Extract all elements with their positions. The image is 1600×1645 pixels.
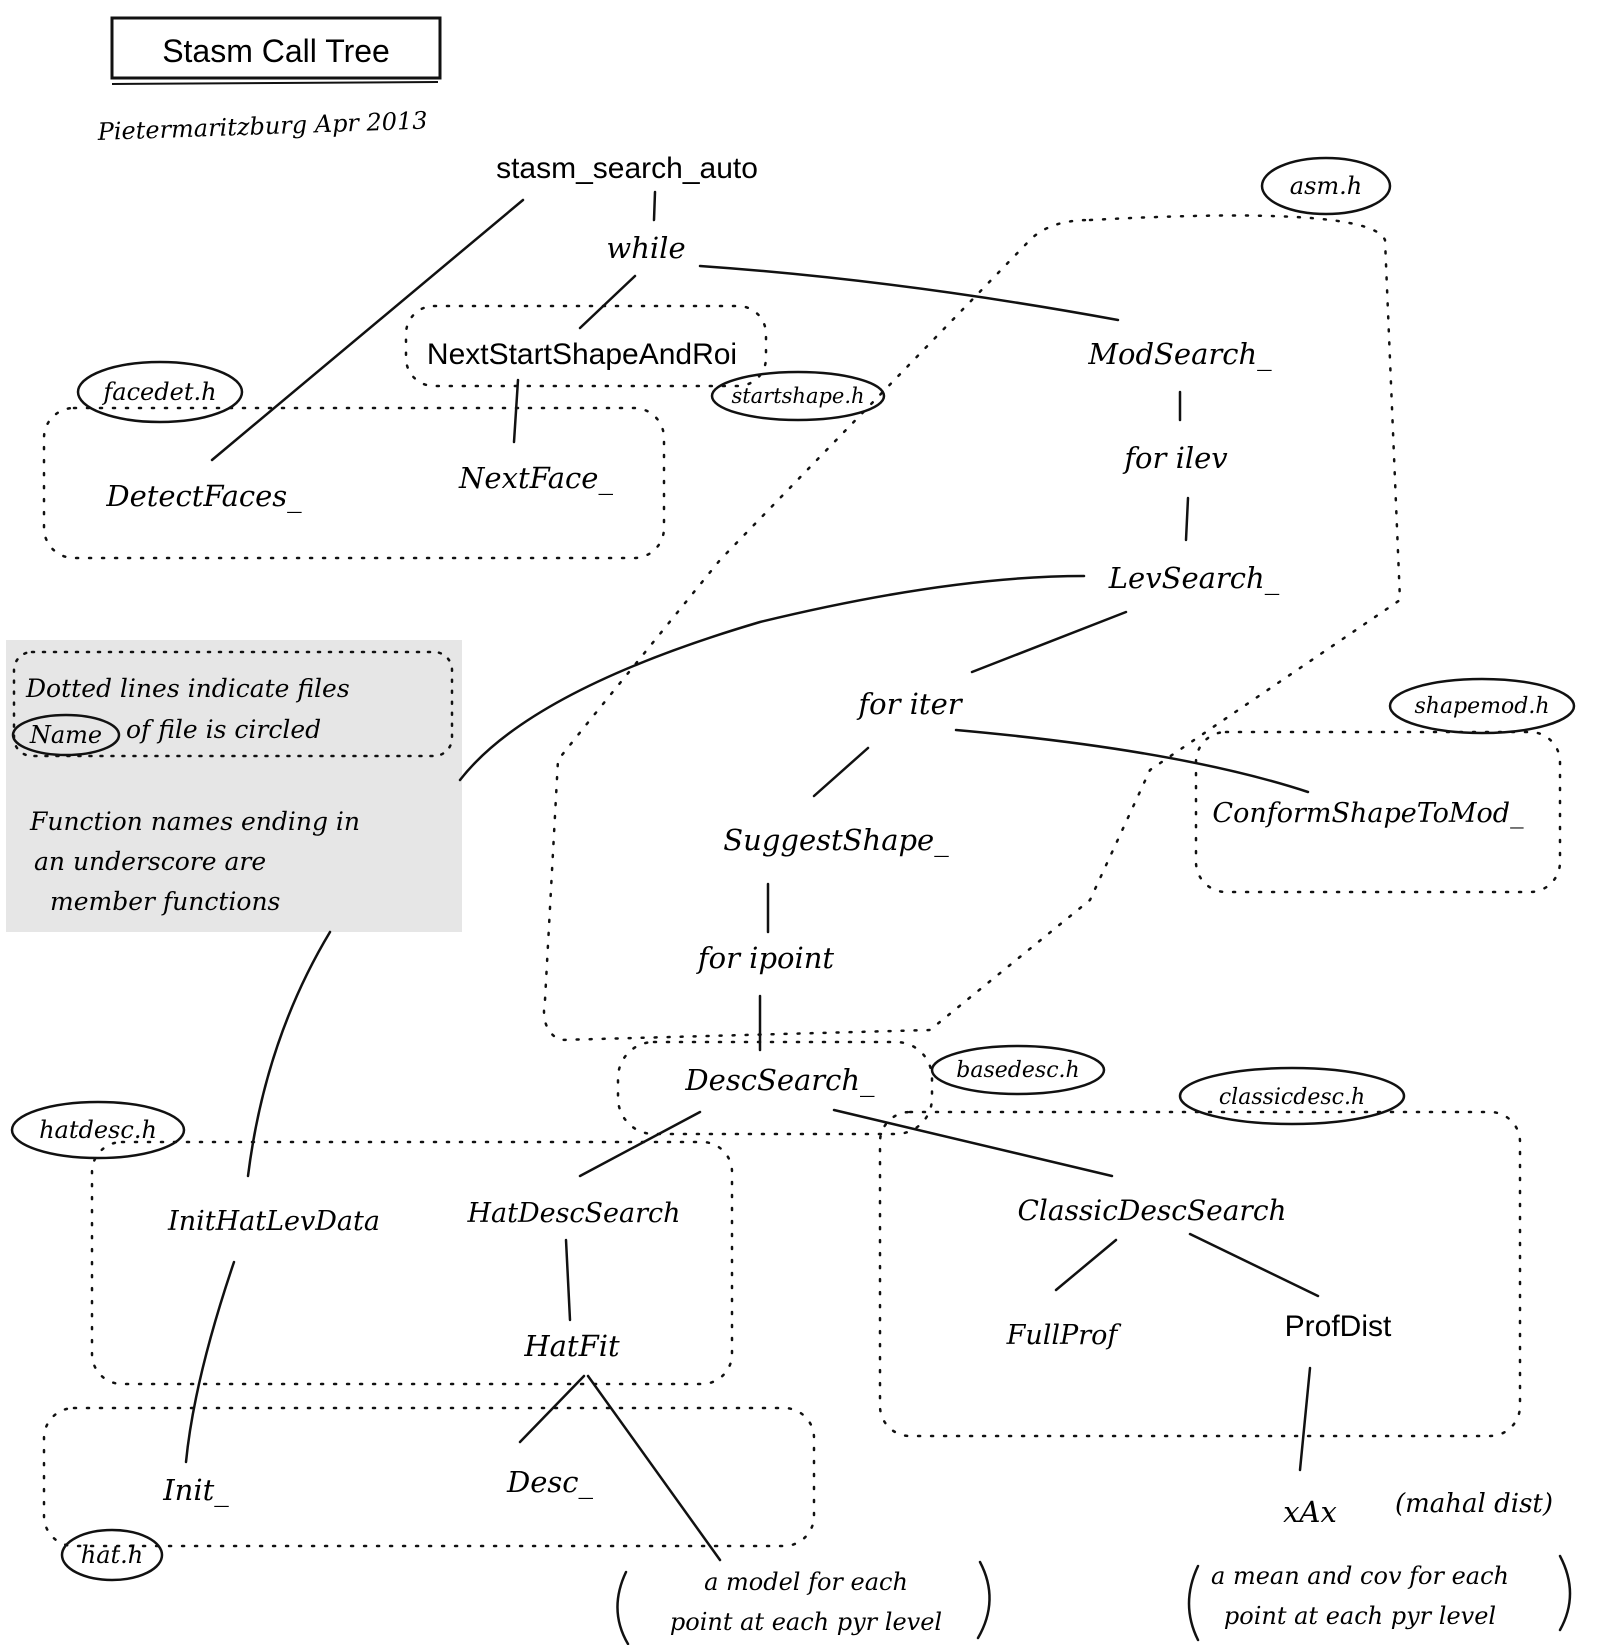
edge-forilev-levsearch (1184, 496, 1190, 542)
node-nextface: NextFace_ (458, 461, 613, 496)
call-edges (184, 190, 1320, 1562)
file-labels: asm.h facedet.h startshape.h shapemod.h … (39, 172, 1549, 1569)
node-init: Init_ (162, 1473, 229, 1508)
basedesc-oval (930, 1044, 1106, 1096)
node-levsearch: LevSearch_ (1108, 561, 1280, 596)
node-inithatlevdata: InitHatLevData (167, 1206, 380, 1237)
asm-file-label: asm.h (1290, 172, 1362, 200)
subtitle: Pietermaritzburg Apr 2013 (96, 106, 428, 146)
page-title: Stasm Call Tree (162, 33, 390, 69)
node-modsearch: ModSearch_ (1087, 337, 1272, 372)
edge-search-detectfaces (210, 198, 525, 462)
edge-while-nextstart (578, 274, 637, 330)
classicdesc-file-boundary (878, 1110, 1522, 1438)
node-stasm-search-auto: stasm_search_auto (496, 152, 758, 185)
classic-model-note-line-1: a mean and cov for each (1211, 1562, 1509, 1590)
edge-foriter-suggestshape (812, 746, 870, 798)
node-for-ipoint: for ipoint (696, 941, 835, 975)
edge-classic-fullprof (1054, 1238, 1118, 1292)
hatdesc-file-boundary (90, 1140, 734, 1386)
title-box-frame (110, 16, 442, 80)
classicdesc-file-label: classicdesc.h (1219, 1085, 1365, 1110)
node-desc: Desc_ (506, 1465, 594, 1500)
node-conformshapetomod: ConformShapeToMod_ (1212, 798, 1524, 829)
node-mahal-dist: (mahal dist) (1395, 1489, 1553, 1519)
handwritten-function-nodes: while DetectFaces_ NextFace_ ModSearch_ … (105, 231, 1553, 1529)
facedet-file-label: facedet.h (101, 378, 216, 406)
hat-model-note-line-2: point at each pyr level (670, 1608, 942, 1636)
node-for-ilev: for ilev (1122, 441, 1228, 475)
legend-name-word: Name (29, 721, 102, 749)
shapemod-file-label: shapemod.h (1414, 694, 1549, 719)
legend-line-1: Dotted lines indicate files (25, 674, 350, 703)
edge-classic-profdist (1188, 1232, 1320, 1298)
facedet-oval (76, 360, 244, 424)
legend-line-3: Function names ending in (29, 807, 360, 836)
hat-model-note-line-1: a model for each (704, 1568, 908, 1596)
node-descsearch: DescSearch_ (684, 1063, 875, 1098)
node-detectfaces: DetectFaces_ (105, 479, 302, 514)
edge-hatfit-hatmodel-note (586, 1374, 722, 1562)
hat-note-right-paren (976, 1560, 991, 1640)
node-classicdescsearch: ClassicDescSearch (1017, 1194, 1286, 1227)
classicdesc-oval (1178, 1066, 1406, 1126)
legend-panel: Dotted lines indicate files Name of file… (6, 640, 462, 932)
startshape-oval (710, 370, 886, 422)
asm-file-boundary (542, 214, 1402, 1042)
edge-search-while (652, 190, 657, 222)
hat-file-boundary (42, 1406, 816, 1548)
title-box: Stasm Call Tree (110, 16, 442, 85)
classic-model-note-line-2: point at each pyr level (1224, 1602, 1496, 1630)
model-notes: a model for each point at each pyr level… (670, 1562, 1509, 1636)
edge-descsearch-hatdescsearch (578, 1110, 702, 1178)
legend-line-2: of file is circled (126, 715, 321, 744)
legend-line-4: an underscore are (34, 847, 266, 876)
edge-descsearch-classicdescsearch (832, 1108, 1114, 1178)
legend-name-circle (11, 713, 121, 757)
node-suggestshape: SuggestShape_ (723, 823, 949, 858)
file-ovals (10, 156, 1576, 1582)
edge-foriter-conformshape (954, 728, 1310, 794)
node-xax: xAx (1283, 1495, 1337, 1529)
edge-hatfit-desc (518, 1374, 586, 1444)
edge-hatdescsearch-hatfit (564, 1238, 572, 1322)
hat-oval (60, 1528, 164, 1582)
file-boundaries (42, 214, 1562, 1548)
asm-oval (1260, 156, 1392, 216)
edge-levsearch-inithatlevdata (458, 574, 1086, 782)
edge-inithatlevdata-init (184, 1260, 236, 1464)
node-hatdescsearch: HatDescSearch (466, 1198, 680, 1229)
node-while: while (606, 231, 685, 265)
note-parentheses (616, 1554, 1572, 1645)
facedet-file-boundary (42, 406, 666, 560)
edge-legend-inithatlevdata (246, 930, 332, 1178)
node-fullprof: FullProf (1006, 1320, 1122, 1351)
edge-levsearch-foriter (970, 610, 1128, 674)
legend-background (6, 640, 462, 932)
node-profdist: ProfDist (1285, 1310, 1392, 1343)
hatdesc-file-label: hatdesc.h (39, 1116, 157, 1144)
classic-note-right-paren (1558, 1554, 1572, 1632)
node-for-iter: for iter (856, 687, 963, 721)
node-hatfit: HatFit (523, 1329, 620, 1363)
shapemod-file-boundary (1194, 730, 1562, 894)
classic-note-left-paren (1187, 1564, 1200, 1642)
basedesc-file-boundary (616, 1040, 934, 1136)
node-nextstartshapeandroi: NextStartShapeAndRoi (427, 338, 737, 371)
hat-note-left-paren (616, 1570, 630, 1645)
basedesc-file-label: basedesc.h (956, 1058, 1079, 1083)
printed-function-nodes: stasm_search_auto NextStartShapeAndRoi P… (427, 152, 1392, 1343)
edge-while-modsearch (698, 264, 1120, 322)
title-box-underline (111, 81, 439, 85)
hat-file-label: hat.h (81, 1541, 144, 1569)
edge-nextstart-nextface (512, 378, 520, 444)
legend-dotted-box (12, 650, 454, 758)
edge-profdist-xax (1298, 1366, 1312, 1472)
shapemod-oval (1388, 677, 1576, 735)
hatdesc-oval (10, 1100, 186, 1160)
legend-line-5: member functions (50, 887, 280, 916)
startshape-file-label: startshape.h (731, 384, 864, 408)
